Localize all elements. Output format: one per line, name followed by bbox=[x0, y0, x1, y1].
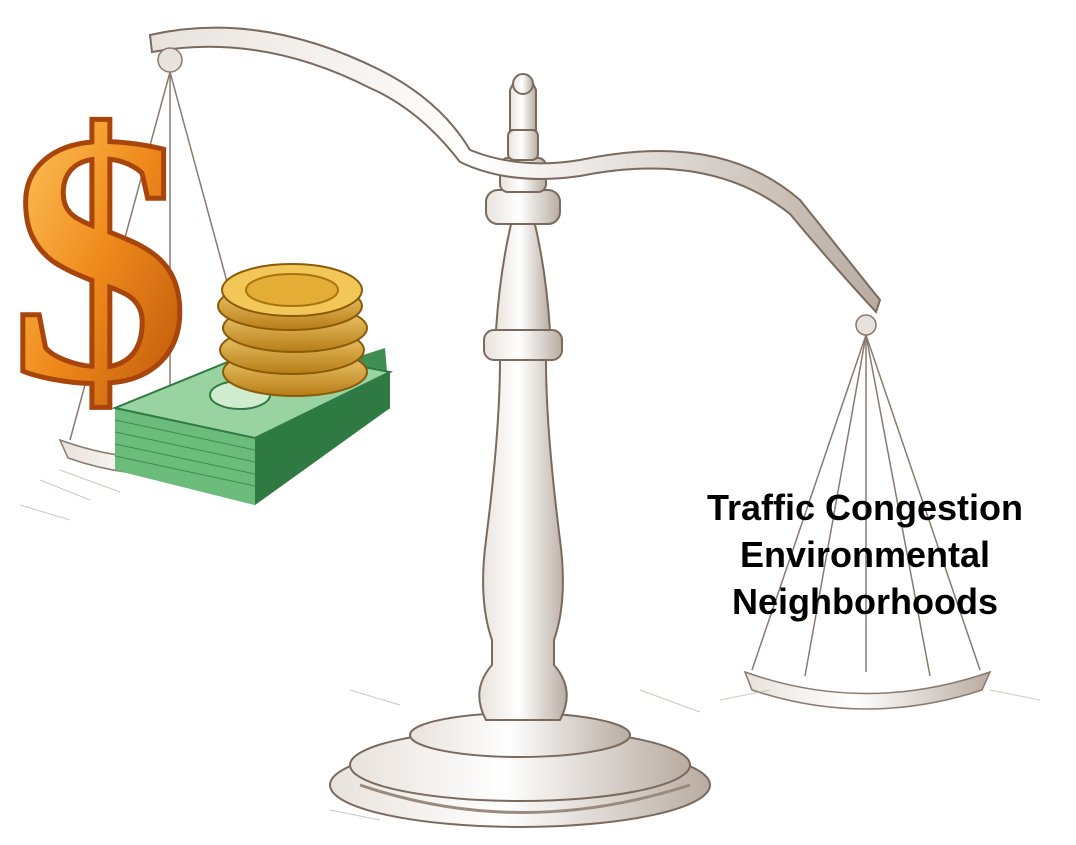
label-neighborhoods: Neighborhoods bbox=[660, 578, 1070, 625]
scale-base bbox=[330, 713, 710, 827]
right-pan-labels: Traffic Congestion Environmental Neighbo… bbox=[660, 484, 1070, 625]
label-traffic-congestion: Traffic Congestion bbox=[660, 484, 1070, 531]
gold-coins-stack bbox=[218, 264, 367, 396]
label-environmental: Environmental bbox=[660, 531, 1070, 578]
